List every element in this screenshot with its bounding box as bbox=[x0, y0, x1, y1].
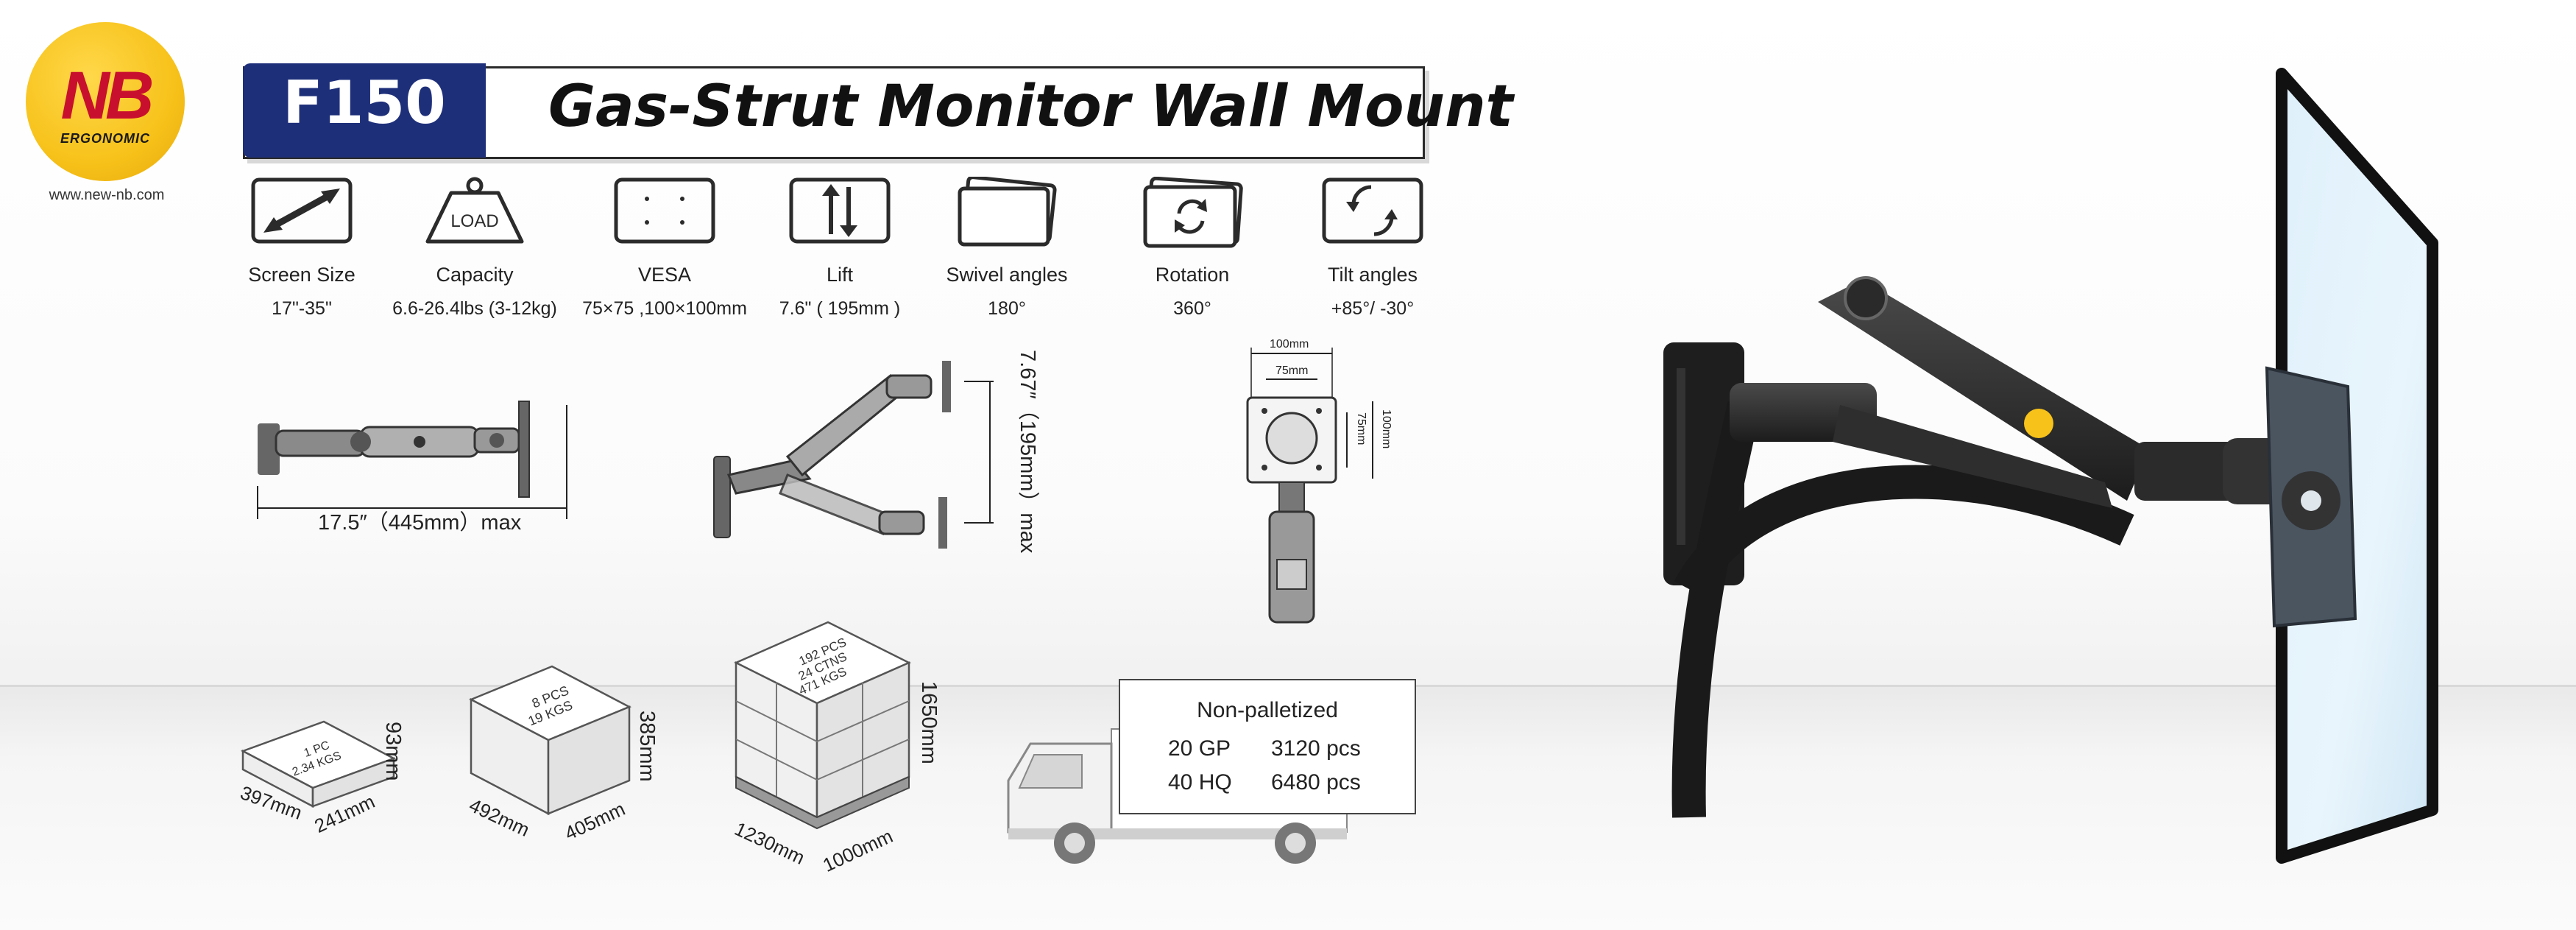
spec-lift: Lift 7.6" ( 195mm ) bbox=[755, 177, 924, 320]
pallet-height: 1650mm bbox=[917, 681, 941, 764]
shipping-qty-20gp: 3120 pcs bbox=[1271, 736, 1361, 761]
spec-label: Swivel angles bbox=[946, 264, 1068, 286]
spec-label: Lift bbox=[826, 264, 854, 286]
shipping-container-40hq: 40 HQ bbox=[1168, 770, 1232, 795]
website-url[interactable]: www.new-nb.com bbox=[49, 187, 165, 203]
vesa-side-75-label: 75mm bbox=[1355, 412, 1367, 445]
brand-logo: NB ERGONOMIC bbox=[26, 22, 185, 181]
spec-tilt: Tilt angles +85°/ -30° bbox=[1288, 177, 1457, 320]
spec-value: 17"-35" bbox=[272, 298, 332, 319]
carton-height: 385mm bbox=[635, 711, 659, 782]
product-title: Gas-Strut Monitor Wall Mount bbox=[548, 74, 1513, 140]
vesa-top-100-label: 100mm bbox=[1270, 338, 1309, 350]
shipping-info-box: Non-palletized 20 GP 3120 pcs 40 HQ 6480… bbox=[1119, 679, 1416, 814]
logo-nb-text: NB bbox=[60, 58, 155, 133]
spec-capacity: LOAD Capacity 6.6-26.4lbs (3-12kg) bbox=[390, 177, 559, 320]
logo-subtext: ERGONOMIC bbox=[60, 131, 150, 146]
spec-label: Capacity bbox=[436, 264, 514, 286]
load-weight-icon: LOAD bbox=[425, 177, 524, 244]
tilt-icon bbox=[1322, 177, 1423, 244]
spec-swivel: Swivel angles 180° bbox=[922, 177, 1091, 320]
spec-label: VESA bbox=[637, 264, 692, 286]
spec-value: 360° bbox=[1173, 298, 1211, 319]
carton-box-drawing: 8 PCS 19 KGS bbox=[469, 665, 631, 816]
vesa-top-75-label: 75mm bbox=[1275, 364, 1309, 377]
spec-value: 75×75 ,100×100mm bbox=[582, 298, 747, 319]
lift-arrows-icon bbox=[789, 177, 891, 244]
spec-value: 7.6" ( 195mm ) bbox=[779, 298, 901, 319]
extension-dimension-label: 17.5″（445mm）max bbox=[318, 511, 522, 535]
spec-vesa: VESA 75×75 ,100×100mm bbox=[580, 177, 749, 320]
product-illustration bbox=[1663, 68, 2438, 864]
screen-size-icon bbox=[251, 177, 353, 244]
single-box-height: 93mm bbox=[381, 722, 405, 781]
spec-label: Tilt angles bbox=[1327, 264, 1418, 286]
load-text: LOAD bbox=[450, 211, 498, 231]
spec-rotation: Rotation 360° bbox=[1108, 177, 1277, 320]
rotation-icon bbox=[1143, 177, 1243, 248]
model-badge bbox=[243, 63, 486, 158]
spec-label: Screen Size bbox=[248, 264, 355, 286]
model-number: F150 bbox=[283, 68, 446, 137]
spec-label: Rotation bbox=[1155, 264, 1230, 286]
lift-diagram bbox=[713, 361, 994, 549]
shipping-qty-40hq: 6480 pcs bbox=[1271, 770, 1361, 795]
vesa-plate-icon bbox=[614, 177, 715, 244]
extension-diagram bbox=[257, 401, 567, 519]
swivel-icon bbox=[958, 177, 1057, 247]
single-box-drawing: 1 PC 2.34 KGS bbox=[240, 720, 397, 809]
pallet-drawing: 192 PCS 24 CTNS 471 KGS bbox=[734, 621, 911, 830]
spec-value: 6.6-26.4lbs (3-12kg) bbox=[392, 298, 557, 319]
spec-value: 180° bbox=[988, 298, 1026, 319]
vesa-plate-diagram bbox=[1246, 348, 1373, 624]
shipping-title: Non-palletized bbox=[1197, 698, 1338, 722]
spec-value: +85°/ -30° bbox=[1331, 298, 1415, 319]
lift-dimension-label: 7.67″（195mm）max bbox=[1016, 350, 1039, 554]
vesa-side-100-label: 100mm bbox=[1380, 409, 1393, 449]
spec-screen-size: Screen Size 17"-35" bbox=[217, 177, 386, 320]
shipping-container-20gp: 20 GP bbox=[1168, 736, 1231, 761]
